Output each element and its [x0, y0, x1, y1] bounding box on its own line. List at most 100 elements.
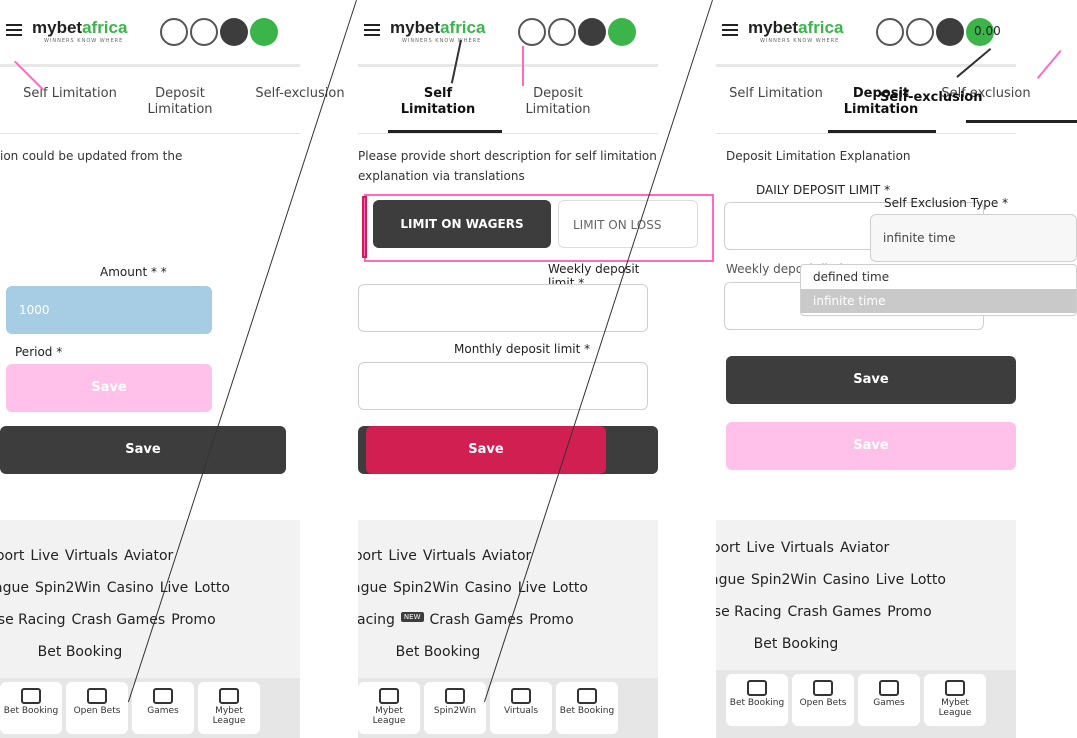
balance: 0.00 [974, 24, 1001, 38]
arrow-annotation [522, 46, 524, 86]
footer-row-1: SportLiveVirtualsAviator [716, 540, 890, 556]
logo[interactable]: mybetafrica [390, 18, 486, 37]
tagline: WINNERS KNOW WHERE [760, 38, 840, 44]
chat-icon[interactable] [548, 18, 576, 46]
panel-deposit-limitation: mybetafrica WINNERS KNOW WHERE Self Limi… [358, 0, 718, 738]
tab-self-limitation[interactable]: Self Limitation [400, 86, 476, 117]
bottom-nav: Bet Booking Open Bets Games Mybet League [0, 678, 300, 738]
site-header: mybetafrica WINNERS KNOW WHERE 0.00 [716, 0, 1016, 67]
tab-deposit-limitation[interactable]: Deposit Limitation [147, 86, 213, 117]
search-icon[interactable] [518, 18, 546, 46]
deposit-icon[interactable] [250, 18, 278, 46]
nav-mybet-league[interactable]: Mybet League [924, 674, 986, 726]
footer-row-2: Mybet LeagueSpin2WinCasinoLiveLotto [716, 572, 946, 588]
menu-icon[interactable] [364, 24, 380, 36]
tagline: WINNERS KNOW WHERE [402, 38, 482, 44]
open-bets-icon [87, 688, 107, 704]
site-header: mybetafrica WINNERS KNOW WHERE [358, 0, 658, 67]
self-exclusion-overlay: Self-exclusion Self Exclusion Type * inf… [800, 0, 1077, 520]
active-tab-indicator [828, 130, 936, 133]
league-icon [219, 688, 239, 704]
bet-booking-icon [577, 688, 597, 704]
exclusion-type-select[interactable]: infinite time [870, 214, 1077, 262]
virtuals-icon [511, 688, 531, 704]
option-infinite-time[interactable]: infinite time [801, 289, 1076, 313]
amount-input[interactable]: 1000 [6, 286, 212, 334]
nav-bet-booking[interactable]: Bet Booking [556, 682, 618, 734]
footer-row-1: SportLiveVirtualsAviator [0, 548, 174, 564]
amount-input[interactable] [358, 284, 648, 332]
monthly-limit-input[interactable] [358, 362, 648, 410]
tab-deposit-limitation[interactable]: Deposit Limitation [525, 86, 591, 117]
deposit-icon[interactable] [608, 18, 636, 46]
logo[interactable]: mybetafrica [32, 18, 128, 37]
active-tab-indicator [966, 120, 1077, 123]
save-button-overlay[interactable]: Save [0, 426, 286, 474]
new-badge: NEW [400, 612, 424, 622]
save-button[interactable]: Save [6, 364, 212, 412]
footer-row-2: Mybet LeagueSpin2WinCasinoLiveLotto [0, 580, 230, 596]
tab-self-exclusion[interactable]: Self-exclusion [255, 86, 345, 101]
chat-icon[interactable] [190, 18, 218, 46]
tabs-divider [0, 133, 300, 134]
monthly-limit-label: Monthly deposit limit * [454, 342, 591, 356]
deposit-icon[interactable] [966, 18, 994, 46]
limit-on-wagers-toggle[interactable]: LIMIT ON WAGERS [373, 200, 551, 248]
nav-games[interactable]: Games [132, 682, 194, 734]
search-icon[interactable] [160, 18, 188, 46]
footer-row-2: Mybet LeagueSpin2WinCasinoLiveLotto [358, 580, 588, 596]
footer-row-4[interactable]: Bet Booking [395, 644, 481, 660]
nav-mybet-league[interactable]: Mybet League [358, 682, 420, 734]
open-bets-icon [813, 680, 833, 696]
league-icon [945, 680, 965, 696]
save-button-hover[interactable]: Save [726, 422, 1016, 470]
highlight-marker [362, 196, 367, 258]
menu-icon[interactable] [722, 24, 738, 36]
games-icon [879, 680, 899, 696]
footer-row-4[interactable]: Bet Booking [753, 636, 839, 652]
user-icon[interactable] [936, 18, 964, 46]
option-defined-time[interactable]: defined time [813, 270, 890, 284]
user-icon[interactable] [578, 18, 606, 46]
tab-deposit-limitation[interactable]: Deposit Limitation [843, 86, 919, 117]
nav-spin2win[interactable]: Spin2Win [424, 682, 486, 734]
tab-self-exclusion[interactable]: Self-exclusion [941, 86, 1031, 101]
amount-label: Amount * * [100, 265, 167, 279]
bottom-nav: Bet Booking Open Bets Games Mybet League [716, 670, 1016, 738]
nav-open-bets[interactable]: Open Bets [66, 682, 128, 734]
nav-open-bets[interactable]: Open Bets [792, 674, 854, 726]
exclusion-type-options: defined time infinite time [800, 264, 1077, 316]
exclusion-type-label: Self Exclusion Type * [884, 196, 1009, 210]
tab-self-exclusion-active[interactable]: Self-exclusion [880, 90, 983, 105]
highlight-box [364, 194, 714, 262]
active-tab-indicator [388, 130, 502, 133]
footer-row-1: SportLiveVirtualsAviator [358, 548, 532, 564]
nav-games[interactable]: Games [858, 674, 920, 726]
tabs-divider [716, 133, 1016, 134]
nav-bet-booking[interactable]: Bet Booking [726, 674, 788, 726]
user-icon[interactable] [220, 18, 248, 46]
tab-self-limitation[interactable]: Self Limitation [729, 86, 823, 101]
logo[interactable]: mybetafrica [748, 18, 844, 37]
menu-icon[interactable] [6, 24, 22, 36]
tab-self-limitation[interactable]: Self Limitation [23, 86, 117, 101]
period-label: Period * [15, 345, 63, 359]
league-icon [379, 688, 399, 704]
footer-row-4[interactable]: Bet Booking [37, 644, 123, 660]
save-button[interactable]: Save [726, 356, 1016, 404]
spin-icon [445, 688, 465, 704]
description-text: Deposit Limitation Explanation [726, 149, 911, 163]
panel-self-exclusion: mybetafrica WINNERS KNOW WHERE 0.00 Self… [716, 0, 1076, 738]
chat-icon[interactable] [906, 18, 934, 46]
search-icon[interactable] [876, 18, 904, 46]
daily-limit-label: DAILY DEPOSIT LIMIT * [756, 183, 891, 197]
description-text: ion could be updated from the [0, 149, 183, 163]
tagline: WINNERS KNOW WHERE [44, 38, 124, 44]
nav-virtuals[interactable]: Virtuals [490, 682, 552, 734]
bet-booking-icon [21, 688, 41, 704]
nav-mybet-league[interactable]: Mybet League [198, 682, 260, 734]
nav-bet-booking[interactable]: Bet Booking [0, 682, 62, 734]
bet-booking-icon [747, 680, 767, 696]
